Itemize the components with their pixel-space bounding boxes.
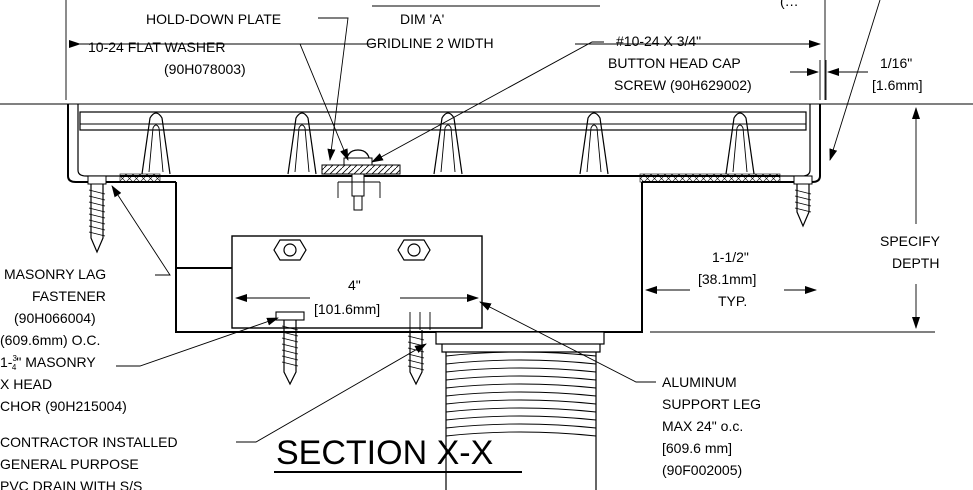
gap-dimension (790, 60, 868, 100)
section-title: SECTION X-X (276, 434, 493, 472)
callout-labels: HOLD-DOWN PLATE DIM 'A' GRIDLINE 2 WIDTH… (0, 0, 941, 490)
support-leg-label-4: [609.6 mm] (662, 440, 732, 456)
right-leg-anchor (407, 330, 425, 386)
drain-label-2: GENERAL PURPOSE (0, 456, 139, 472)
leg-offset-label-3: TYP. (718, 293, 747, 309)
masonry-lag-label-2: FASTENER (32, 288, 106, 304)
depth-dimension (650, 103, 935, 333)
leg-offset-label-1: 1-1/2" (712, 249, 749, 265)
cap-screw-label-2: BUTTON HEAD CAP (608, 55, 741, 71)
support-leg-label-2: SUPPORT LEG (662, 396, 761, 412)
leader-lines (111, 0, 881, 443)
support-leg-label-1: ALUMINUM (662, 374, 737, 390)
drain-label-3: PVC DRAIN WITH S/S (0, 478, 142, 490)
masonry-anchor-label-2: X HEAD (0, 376, 52, 392)
leg-width-label-1: 4" (348, 277, 361, 293)
channel-body (175, 182, 643, 333)
specify-depth-label-1: SPECIFY (880, 233, 941, 249)
support-leg-label-3: MAX 24" o.c. (662, 418, 743, 434)
specify-depth-label-2: DEPTH (892, 255, 939, 271)
flat-washer-part-label: (90H078003) (164, 61, 246, 77)
masonry-lag-label-1: MASONRY LAG (4, 266, 106, 282)
hold-down-plate-label: HOLD-DOWN PLATE (146, 11, 281, 27)
hold-down-assembly (321, 149, 401, 211)
top-cut-label: (… (780, 0, 799, 9)
section-title-group: SECTION X-X (274, 434, 522, 473)
cap-screw-label-3: SCREW (90H629002) (614, 77, 752, 93)
flat-washer-label: 10-24 FLAT WASHER (88, 39, 225, 55)
support-leg-label-5: (90F002005) (662, 462, 742, 478)
left-leg-anchor (281, 320, 299, 386)
masonry-lag-label-4: (609.6mm) O.C. (0, 332, 100, 348)
gap-label-2: [1.6mm] (872, 77, 923, 93)
masonry-anchor-label-3: CHOR (90H215004) (0, 398, 127, 414)
gap-label-1: 1/16" (880, 55, 912, 71)
leg-width-label-2: [101.6mm] (314, 301, 380, 317)
grate-frame (0, 103, 973, 183)
drain-label-1: CONTRACTOR INSTALLED (0, 434, 178, 450)
masonry-lag-label-3: (90H066004) (14, 310, 96, 326)
drain-outlet (435, 331, 605, 490)
dim-a-label: DIM 'A' (400, 11, 444, 27)
leg-offset-label-2: [38.1mm] (698, 271, 756, 287)
bearing-bars (141, 112, 755, 175)
cap-screw-label-1: #10-24 X 3/4" (616, 33, 701, 49)
left-frame-lag-screw (87, 175, 107, 254)
dim-a-dimension (65, 0, 826, 100)
gridline-width-label: GRIDLINE 2 WIDTH (366, 35, 494, 51)
right-frame-lag-screw (793, 175, 813, 228)
